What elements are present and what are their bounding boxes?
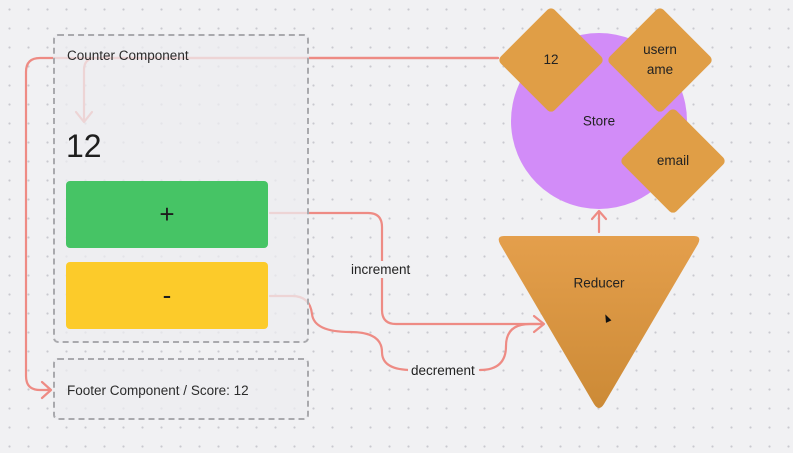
store-field-email-label: email [656,153,690,168]
counter-component-title: Counter Component [67,48,189,63]
footer-component-title: Footer Component / Score: 12 [67,383,249,398]
count-display: 12 [66,128,102,164]
store-field-count-label: 12 [543,52,559,67]
store-label: Store [582,113,616,129]
increment-action-label: increment [348,261,414,278]
store-to-footer-arrowhead [40,380,53,400]
reducer-label: Reducer [573,275,625,291]
decrement-action-label: decrement [408,362,478,379]
reducer-arrowhead [532,314,546,334]
decrement-arrow-tail [478,322,544,372]
store-to-footer-arrow [24,56,500,392]
decrement-button[interactable]: - [66,262,268,329]
reducer-to-store-arrowhead [590,209,608,221]
reducer-triangle [498,236,700,408]
increment-button[interactable]: + [66,181,268,248]
footer-component-box: Footer Component / Score: 12 [53,358,309,420]
store-field-username-label: usern ame [643,42,677,77]
